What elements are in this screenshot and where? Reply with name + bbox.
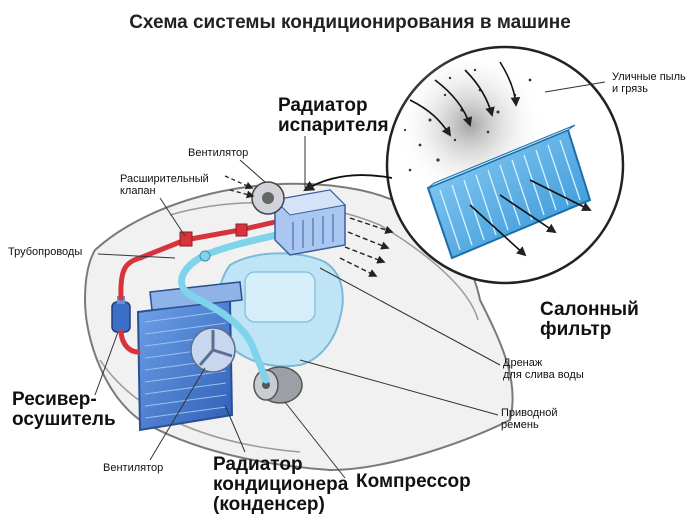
label-compressor: Компрессор — [356, 471, 471, 492]
leader-lines — [94, 81, 606, 479]
intake-air-arrows — [224, 175, 255, 199]
label-cabin-filter: Салонный фильтр — [540, 299, 639, 340]
label-drive-belt: Приводной ремень — [501, 407, 558, 431]
car-hood-edge — [169, 201, 479, 321]
evaporator-unit — [273, 189, 347, 256]
label-fan-bottom: Вентилятор — [103, 462, 164, 474]
radiator-fan — [190, 327, 236, 373]
diagram-title: Схема системы кондиционирования в машине — [129, 12, 571, 33]
callout-pointer-arrow — [303, 174, 393, 192]
label-expansion-valve: Расширительный клапан — [120, 173, 209, 197]
label-condenser: Радиатор кондиционера (конденсер) — [213, 454, 349, 515]
label-street-dust: Уличные пыль и грязь — [612, 71, 686, 95]
label-receiver-dryer: Ресивер- осушитель — [12, 389, 116, 430]
compressor — [253, 366, 303, 404]
label-pipes: Трубопроводы — [8, 246, 83, 258]
cabin-filter — [426, 124, 592, 260]
car-front-bumper — [99, 359, 301, 453]
cold-air-arrows — [339, 217, 394, 277]
cabin-filter-callout — [385, 45, 625, 285]
evaporator-fan — [251, 181, 285, 215]
expansion-valve — [179, 223, 248, 262]
label-drain: Дренаж для слива воды — [503, 357, 584, 381]
clean-air-arrows — [469, 179, 592, 257]
label-evaporator: Радиатор испарителя — [278, 95, 389, 136]
engine-cover — [244, 271, 316, 323]
label-fan-top: Вентилятор — [188, 147, 249, 159]
dust-flow-arrows — [409, 61, 521, 137]
